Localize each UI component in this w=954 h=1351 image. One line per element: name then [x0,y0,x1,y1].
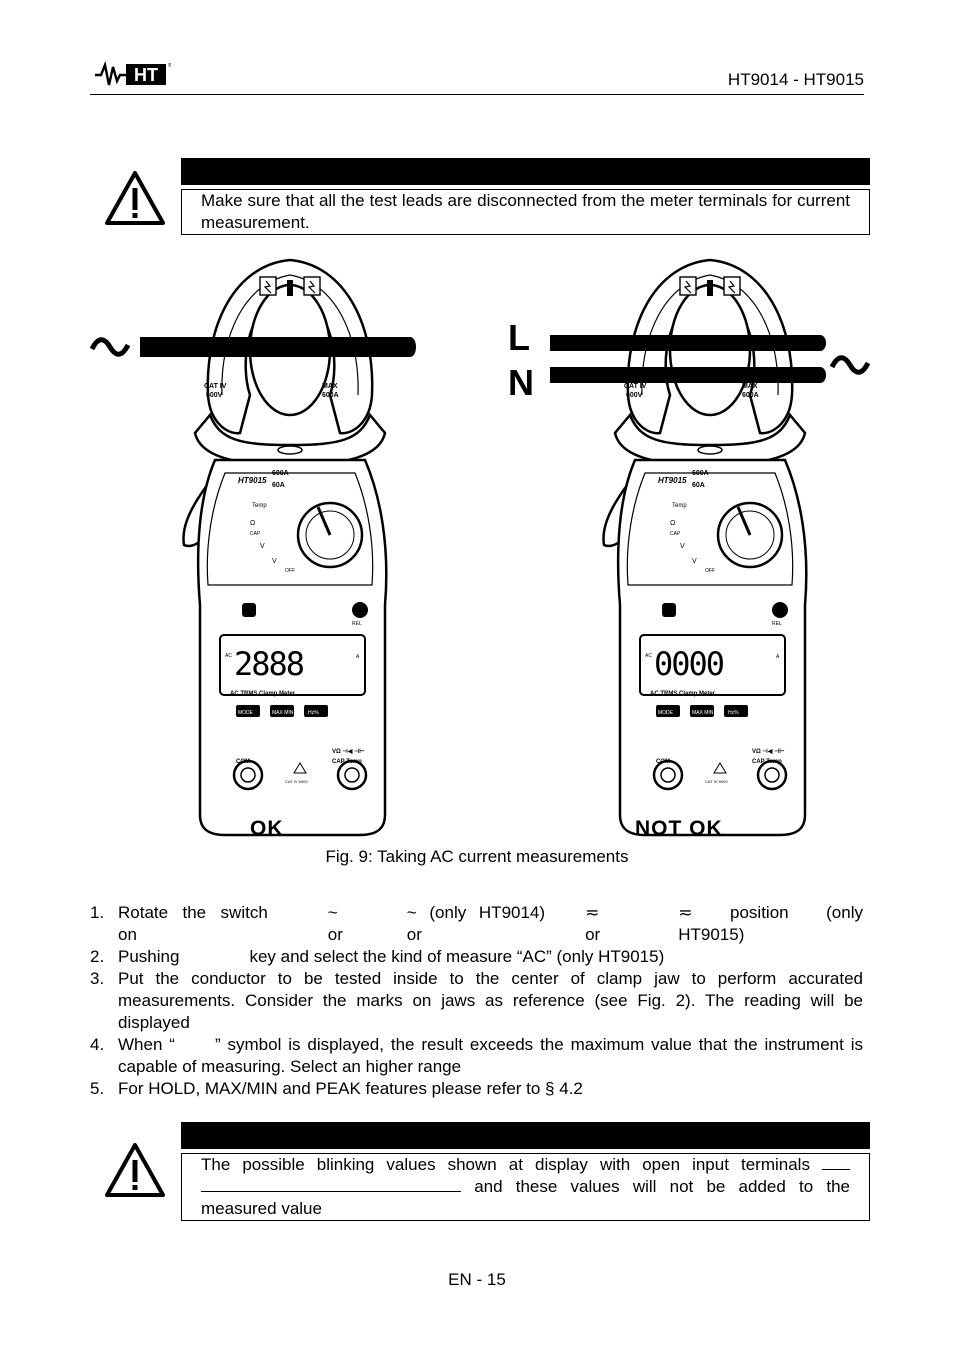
ac-symbol-right [829,355,871,375]
badge-amp-left: 600A [322,392,339,399]
warning-triangle-icon-2 [104,1142,166,1198]
steps-list: 1. Rotate the switch on ~ or ~ (only HT9… [90,902,863,1100]
terminal-com-right: COM [656,759,670,765]
step-1: 1. Rotate the switch on ~ or ~ (only HT9… [90,903,863,944]
clamp-figure: L N CAT IV 600V MAX 600A HT9015 600A 60A… [89,258,871,840]
badge-max-left: MAX [322,383,338,390]
switch-ohm-left: Ω [250,520,255,527]
label-not-ok: NOT OK [635,817,723,840]
switch-vdc-right: V [692,558,697,565]
terminal-v-right: VΩ ⊣◀ ⊣⊢ [752,747,784,755]
warning-title-bar [181,158,870,185]
range-low-right: 60A [692,482,705,489]
lcd-reading-right: 0000 [654,645,724,683]
key-mode-right: MODE [658,710,674,716]
ht-logo: HT ® [93,60,172,88]
switch-temp-right: Temp [672,503,687,509]
terminal-cat-left: CAT IV 600V [285,779,308,784]
step-5: 5. For HOLD, MAX/MIN and PEAK features p… [90,1079,583,1098]
key-hz-right: Hz% [728,710,739,716]
warning-text-2: The possible blinking values shown at di… [181,1153,870,1221]
lcd-mode-left: AC [225,653,232,659]
range-high-right: 600A [692,470,709,477]
terminal-com-left: COM [236,759,250,765]
key-mode-left: MODE [238,710,254,716]
key-maxmin-right: MAX MIN [692,710,714,716]
switch-cap-right: CAP [670,531,681,537]
rel-label-right: REL [772,621,782,627]
warning-triangle-icon [104,170,166,226]
switch-v-right: V [680,543,685,550]
badge-volt-right: 600V [626,392,643,399]
lcd-reading-left: 2888 [234,645,304,683]
cable-single [140,337,416,357]
line-label-n: N [508,362,534,403]
meter-brand-left: AC TRMS Clamp Meter [230,691,296,697]
page-number: EN - 15 [448,1270,506,1289]
badge-amp-right: 600A [742,392,759,399]
svg-text:HT: HT [134,65,158,85]
switch-off-right: OFF [705,568,715,574]
key-hz-left: Hz% [308,710,319,716]
meter-model-left: HT9015 [238,476,267,485]
badge-volt-left: 600V [206,392,223,399]
switch-ohm-right: Ω [670,520,675,527]
meter-brand-right: AC TRMS Clamp Meter [650,691,716,697]
ac-symbol-left [89,337,131,357]
cable-n [550,367,826,383]
step-3: 3. Put the conductor to be tested inside… [90,969,863,1032]
rel-label-left: REL [352,621,362,627]
switch-cap-left: CAP [250,531,261,537]
figure-caption: Fig. 9: Taking AC current measurements [325,847,629,866]
document-model: HT9014 - HT9015 [727,70,864,89]
step-1-tail: ≂ position (only HT9015) [678,903,863,944]
header-rule [90,94,864,95]
switch-vdc-left: V [272,558,277,565]
terminal-v2-left: CAP Temp [332,759,362,765]
meter-model-right: HT9015 [658,476,687,485]
step-4: 4. When “” symbol is displayed, the resu… [90,1035,864,1076]
badge-cat-left: CAT IV [204,383,227,390]
cable-l [550,335,826,351]
lcd-mode-right: AC [645,653,652,659]
warning-text: Make sure that all the test leads are di… [181,189,870,235]
line-label-l: L [508,317,530,358]
warning-title-bar-2 [181,1122,870,1149]
badge-max-right: MAX [742,383,758,390]
terminal-v-left: VΩ ⊣◀ ⊣⊢ [332,747,364,755]
lcd-unit-left: A [356,654,360,660]
switch-temp-left: Temp [252,503,267,509]
svg-text:®: ® [168,62,171,69]
terminal-cat-right: CAT IV 600V [705,779,728,784]
label-ok: OK [250,817,284,840]
switch-off-left: OFF [285,568,295,574]
switch-v-left: V [260,543,265,550]
lcd-unit-right: A [776,654,780,660]
terminal-v2-right: CAP Temp [752,759,782,765]
range-low-left: 60A [272,482,285,489]
key-maxmin-left: MAX MIN [272,710,294,716]
range-high-left: 600A [272,470,289,477]
badge-cat-right: CAT IV [624,383,647,390]
